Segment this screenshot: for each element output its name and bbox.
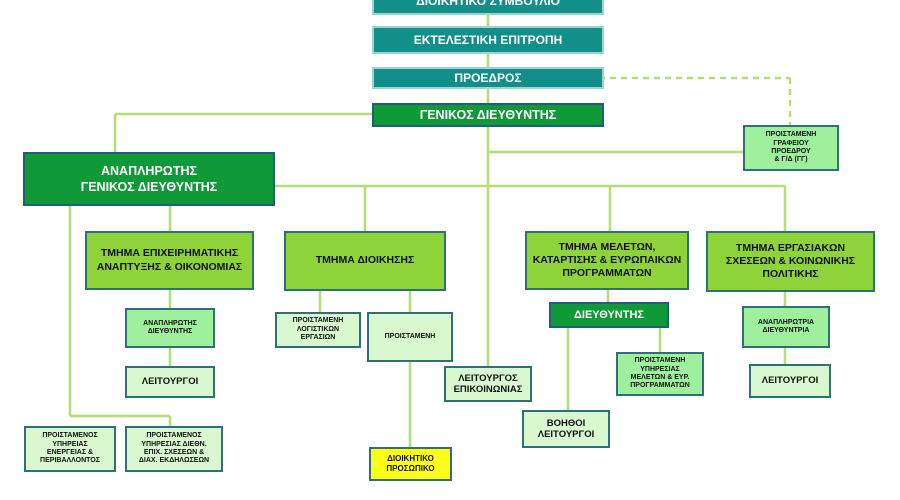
business-deputy-director-box: ΑΝΑΠΛΗΡΩΤΗΣ ΔΙΕΥΘΥΝΤΗΣ [125, 308, 215, 348]
admin-head-box: ΠΡΟΙΣΤΑΜΕΝΗ [367, 312, 453, 362]
studies-service-head-box: ΠΡΟΙΣΤΑΜΕΝΗ ΥΠΗΡΕΣΙΑΣ ΜΕΛΕΤΩΝ & ΕΥΡ. ΠΡΟ… [616, 352, 704, 396]
general-director-box: ΓΕΝΙΚΟΣ ΔΙΕΥΘΥΝΤΗΣ [372, 103, 604, 127]
admin-staff-box: ΔΙΟΙΚΗΤΙΚΟ ΠΡΟΣΩΠΙΚΟ [369, 447, 452, 481]
accounting-head-box: ΠΡΟΙΣΤΑΜΕΝΗ ΛΟΓΙΣΤΙΚΩΝ ΕΡΓΑΣΙΩΝ [275, 312, 361, 348]
labour-deputy-director-box: ΑΝΑΠΛΗΡΩΤΡΙΑ ΔΙΕΥΘΥΝΤΡΙΑ [742, 306, 830, 348]
communications-officer-box: ΛΕΙΤΟΥΡΓΟΣ ΕΠΙΚΟΙΝΩΝΙΑΣ [444, 366, 532, 402]
dept-business-box: ΤΜΗΜΑ ΕΠΙΧΕΙΡΗΜΑΤΙΚΗΣ ΑΝΑΠΤΥΞΗΣ & ΟΙΚΟΝΟ… [85, 231, 254, 290]
studies-director-box: ΔΙΕΥΘΥΝΤΗΣ [549, 302, 669, 328]
board-box: ΔΙΟΙΚΗΤΙΚΟ ΣΥΜΒΟΥΛΙΟ [372, 0, 604, 15]
dept-admin-box: ΤΜΗΜΑ ΔΙΟΙΚΗΣΗΣ [284, 231, 446, 291]
president-box: ΠΡΟΕΔΡΟΣ [372, 67, 604, 89]
assistant-officers-box: ΒΟΗΘΟΙ ΛΕΙΤΟΥΡΓΟΙ [522, 410, 610, 448]
deputy-general-director-box: ΑΝΑΠΛΗΡΩΤΗΣ ΓΕΝΙΚΟΣ ΔΙΕΥΘΥΝΤΗΣ [23, 152, 275, 206]
dept-studies-box: ΤΜΗΜΑ ΜΕΛΕΤΩΝ, ΚΑΤΑΡΤΙΣΗΣ & ΕΥΡΩΠΑΙΚΩΝ Π… [525, 231, 689, 290]
labour-officers-box: ΛΕΙΤΟΥΡΓΟΙ [749, 364, 831, 398]
office-head-box: ΠΡΟΙΣΤΑΜΕΝΗ ΓΡΑΦΕΙΟΥ ΠΡΟΕΔΡΟΥ & Γ/Δ (ΓΓ) [743, 125, 839, 171]
dept-labour-box: ΤΜΗΜΑ ΕΡΓΑΣΙΑΚΩΝ ΣΧΕΣΕΩΝ & ΚΟΙΝΩΝΙΚΗΣ ΠΟ… [706, 231, 875, 292]
business-officers-box: ΛΕΙΤΟΥΡΓΟΙ [125, 366, 215, 398]
intl-relations-head-box: ΠΡΟΙΣΤΑΜΕΝΟΣ ΥΠΗΡΕΣΙΑΣ ΔΙΕΘΝ. ΕΠΙΧ. ΣΧΕΣ… [125, 426, 223, 472]
executive-committee-box: ΕΚΤΕΛΕΣΤΙΚΗ ΕΠΙΤΡΟΠΗ [372, 26, 604, 54]
energy-head-box: ΠΡΟΙΣΤΑΜΕΝΟΣ ΥΠΗΡΕΙΑΣ ΕΝΕΡΓΕΙΑΣ & ΠΕΡΙΒΑ… [24, 426, 116, 472]
